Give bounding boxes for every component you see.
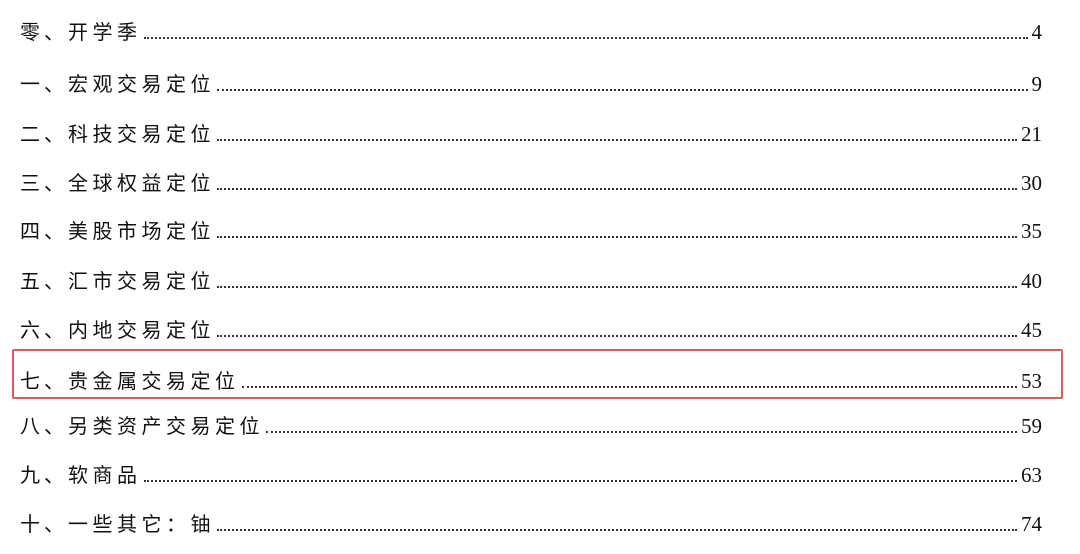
dot-leader <box>241 385 1017 388</box>
toc-entry-title: 科技交易定位 <box>68 122 215 146</box>
dot-leader <box>217 334 1017 337</box>
dot-leader <box>217 88 1028 91</box>
toc-entry-6[interactable]: 六、 内地交易定位 45 <box>20 306 1042 342</box>
toc-entry-page: 4 <box>1031 20 1043 44</box>
dot-leader <box>217 285 1017 288</box>
dot-leader <box>266 430 1017 433</box>
toc-entry-number: 二、 <box>20 122 68 146</box>
toc-entry-page: 59 <box>1021 414 1042 438</box>
toc-entry-number: 十、 <box>20 512 68 536</box>
toc-entry-title: 汇市交易定位 <box>68 269 215 293</box>
toc-entry-page: 9 <box>1031 72 1043 96</box>
toc-entry-number: 七、 <box>20 369 68 393</box>
toc-entry-number: 五、 <box>20 269 68 293</box>
toc-entry-page: 45 <box>1021 318 1042 342</box>
dot-leader <box>217 138 1017 141</box>
dot-leader <box>143 36 1028 39</box>
toc-entry-number: 八、 <box>20 414 68 438</box>
toc-entry-10[interactable]: 十、 一些其它：铀 74 <box>20 500 1042 536</box>
toc-entry-title: 开学季 <box>68 20 142 44</box>
dot-leader <box>217 235 1017 238</box>
toc-entry-number: 零、 <box>20 20 68 44</box>
toc-entry-page: 74 <box>1021 512 1042 536</box>
toc-entry-title: 一些其它：铀 <box>68 512 215 536</box>
toc-entry-title: 软商品 <box>68 463 142 487</box>
toc-entry-4[interactable]: 四、 美股市场定位 35 <box>20 207 1042 243</box>
dot-leader <box>217 187 1017 190</box>
toc-entry-7-highlighted[interactable]: 七、 贵金属交易定位 53 <box>20 357 1042 393</box>
toc-entry-9[interactable]: 九、 软商品 63 <box>20 451 1042 487</box>
toc-entry-page: 35 <box>1021 219 1042 243</box>
toc-entry-page: 30 <box>1021 171 1042 195</box>
dot-leader <box>217 528 1017 531</box>
toc-entry-page: 21 <box>1021 122 1042 146</box>
toc-entry-number: 九、 <box>20 463 68 487</box>
toc-entry-title: 宏观交易定位 <box>68 72 215 96</box>
toc-entry-title: 另类资产交易定位 <box>68 414 264 438</box>
toc-entry-0[interactable]: 零、 开学季 4 <box>20 8 1042 44</box>
toc-entry-number: 六、 <box>20 318 68 342</box>
toc-entry-5[interactable]: 五、 汇市交易定位 40 <box>20 257 1042 293</box>
toc-entry-2[interactable]: 二、 科技交易定位 21 <box>20 110 1042 146</box>
toc-entry-number: 三、 <box>20 171 68 195</box>
toc-entry-title: 美股市场定位 <box>68 219 215 243</box>
dot-leader <box>143 479 1017 482</box>
toc-entry-page: 40 <box>1021 269 1042 293</box>
toc-entry-number: 一、 <box>20 72 68 96</box>
toc-entry-page: 53 <box>1021 369 1042 393</box>
toc-entry-1[interactable]: 一、 宏观交易定位 9 <box>20 60 1042 96</box>
toc-entry-title: 内地交易定位 <box>68 318 215 342</box>
toc-entry-number: 四、 <box>20 219 68 243</box>
toc-entry-title: 贵金属交易定位 <box>68 369 240 393</box>
toc-entry-3[interactable]: 三、 全球权益定位 30 <box>20 159 1042 195</box>
toc-entry-page: 63 <box>1021 463 1042 487</box>
toc-entry-title: 全球权益定位 <box>68 171 215 195</box>
toc-entry-8[interactable]: 八、 另类资产交易定位 59 <box>20 402 1042 438</box>
